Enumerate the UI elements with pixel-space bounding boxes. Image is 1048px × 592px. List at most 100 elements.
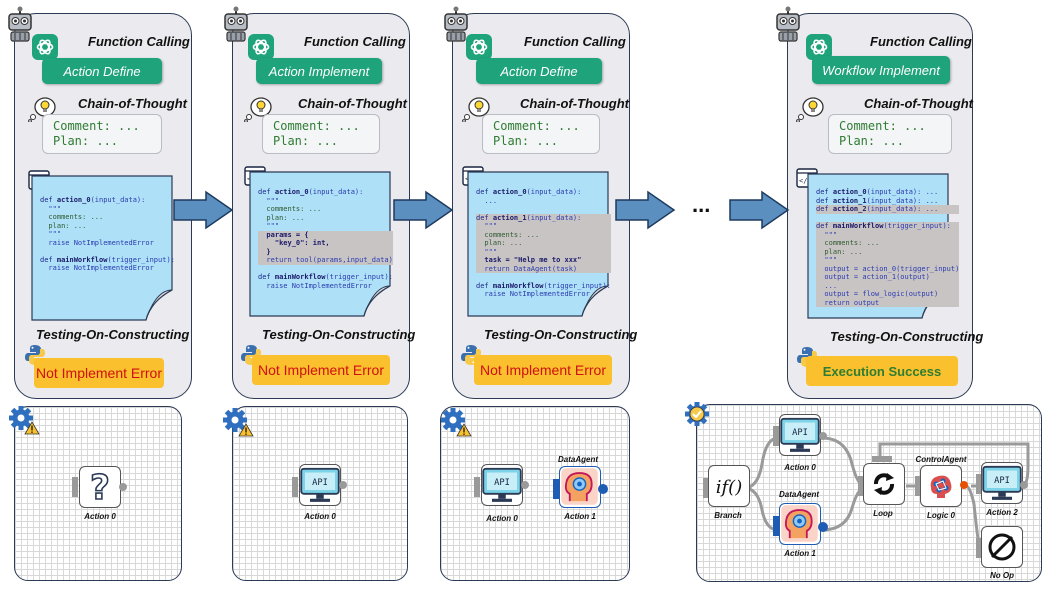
comment-plan-box: Comment: ... Plan: ... <box>262 114 380 154</box>
testing-title: Testing-On-Constructing <box>484 327 638 342</box>
code-line: task = "Help me to xxx" <box>476 256 611 265</box>
action-badge: Workflow Implement <box>812 56 950 84</box>
loop-node[interactable] <box>863 463 905 505</box>
gear-warning-icon <box>440 406 472 437</box>
input-port <box>553 479 559 499</box>
code-line <box>476 205 611 214</box>
flow-arrow <box>172 190 234 230</box>
code-line: params = { <box>258 230 393 239</box>
robot-icon <box>774 6 802 42</box>
code-snippet: def action_0(input_data): """ comments: … <box>40 196 175 273</box>
output-port <box>960 481 968 489</box>
robot-icon <box>6 6 34 42</box>
data-agent-node[interactable] <box>559 466 601 508</box>
comment-plan-box: Comment: ... Plan: ... <box>482 114 600 154</box>
code-line: plan: ... <box>816 247 960 256</box>
svg-text:API: API <box>994 476 1010 486</box>
comment-plan-box: Comment: ... Plan: ... <box>42 114 162 154</box>
action-badge: Action Implement <box>256 58 382 84</box>
node-label: Action 0 <box>84 512 116 521</box>
code-line: def action_0(input_data): <box>258 188 364 196</box>
no-op-node[interactable] <box>981 526 1023 568</box>
chain-of-thought-title: Chain-of-Thought <box>520 96 630 111</box>
output-port <box>598 484 608 494</box>
result-badge: Not Implement Error <box>474 355 612 385</box>
agent-title: DataAgent <box>778 490 819 499</box>
code-line: def mainWorkflow(trigger_input): <box>476 281 611 290</box>
input-port <box>474 477 480 497</box>
code-line: raise NotImplementedError <box>476 290 590 298</box>
code-snippet: def action_0(input_data): ... def action… <box>476 188 611 299</box>
code-line: """ <box>816 230 960 239</box>
code-line: def mainWorkflow(trigger_input): <box>40 255 175 264</box>
no-op-icon <box>988 533 1016 561</box>
testing-title: Testing-On-Constructing <box>36 327 190 342</box>
function-calling-title: Function Calling <box>304 34 406 49</box>
result-badge: Not Implement Error <box>252 355 390 385</box>
code-line: """ <box>40 204 62 213</box>
code-line <box>258 265 393 274</box>
code-line: def mainWorkflow(trigger_input): <box>816 222 960 231</box>
gear-warning-icon <box>8 404 40 435</box>
code-line: plan: ... <box>476 239 611 248</box>
svg-text:API: API <box>312 478 328 488</box>
code-line: def action_1(input_data): <box>476 213 611 222</box>
code-line: plan: ... <box>40 221 87 230</box>
node-label: No Op <box>990 571 1014 580</box>
code-line: """ <box>476 222 611 231</box>
action-node[interactable]: ? <box>79 466 121 509</box>
code-line: output = flow_logic(output) <box>816 290 960 299</box>
testing-title: Testing-On-Constructing <box>830 329 984 344</box>
agent-title: ControlAgent <box>915 455 967 464</box>
code-line: return DataAgent(task) <box>476 264 611 273</box>
workflow-connections <box>743 436 1030 549</box>
testing-title: Testing-On-Constructing <box>262 327 416 342</box>
input-port <box>773 516 779 536</box>
code-line: ... <box>816 281 960 290</box>
openai-icon <box>248 34 274 60</box>
plan-line: Plan: ... <box>53 134 119 148</box>
input-port <box>976 474 982 494</box>
function-calling-title: Function Calling <box>88 34 190 49</box>
input-port <box>976 538 982 558</box>
code-line: def action_1(input_data): ... <box>816 196 939 205</box>
api-node[interactable]: API <box>481 464 523 506</box>
code-line: def action_2(input_data): ... <box>816 205 960 214</box>
api-node[interactable]: API <box>779 414 821 456</box>
comment-line: Comment: ... <box>493 119 580 133</box>
node-label: Action 0 <box>304 512 336 521</box>
api-node[interactable]: API <box>299 464 341 506</box>
svg-text:?: ? <box>90 468 110 507</box>
api-monitor-icon: API <box>780 415 820 455</box>
data-agent-node[interactable] <box>779 503 821 545</box>
control-agent-node[interactable] <box>920 465 962 507</box>
code-line: def action_0(input_data): ... <box>816 188 939 196</box>
openai-icon <box>466 34 492 60</box>
robot-icon <box>222 6 250 42</box>
code-line: """ <box>258 196 280 205</box>
node-label: Action 1 <box>784 549 816 558</box>
code-line: comments: ... <box>258 205 322 213</box>
code-line: comments: ... <box>40 213 104 221</box>
api-node[interactable]: API <box>981 462 1023 504</box>
thought-bulb-icon <box>796 96 824 122</box>
loop-top-port <box>872 456 892 462</box>
branch-node[interactable]: if() <box>708 465 750 507</box>
comment-plan-box: Comment: ... Plan: ... <box>828 114 952 154</box>
code-line: comments: ... <box>476 230 611 239</box>
input-port <box>292 477 298 497</box>
svg-text:API: API <box>494 478 510 488</box>
code-line: return output <box>816 298 960 307</box>
if-icon: if() <box>716 477 742 498</box>
code-snippet: def action_0(input_data): """ comments: … <box>258 188 393 290</box>
code-line <box>816 214 959 223</box>
input-port <box>773 426 779 446</box>
result-badge: Not Implement Error <box>34 358 164 388</box>
output-port <box>1020 481 1028 489</box>
comment-line: Comment: ... <box>839 119 926 133</box>
code-line: comments: ... <box>816 239 960 248</box>
node-label: Branch <box>714 511 742 520</box>
input-port <box>703 478 709 498</box>
input-port <box>72 477 78 497</box>
svg-text:if(): if() <box>716 477 742 498</box>
